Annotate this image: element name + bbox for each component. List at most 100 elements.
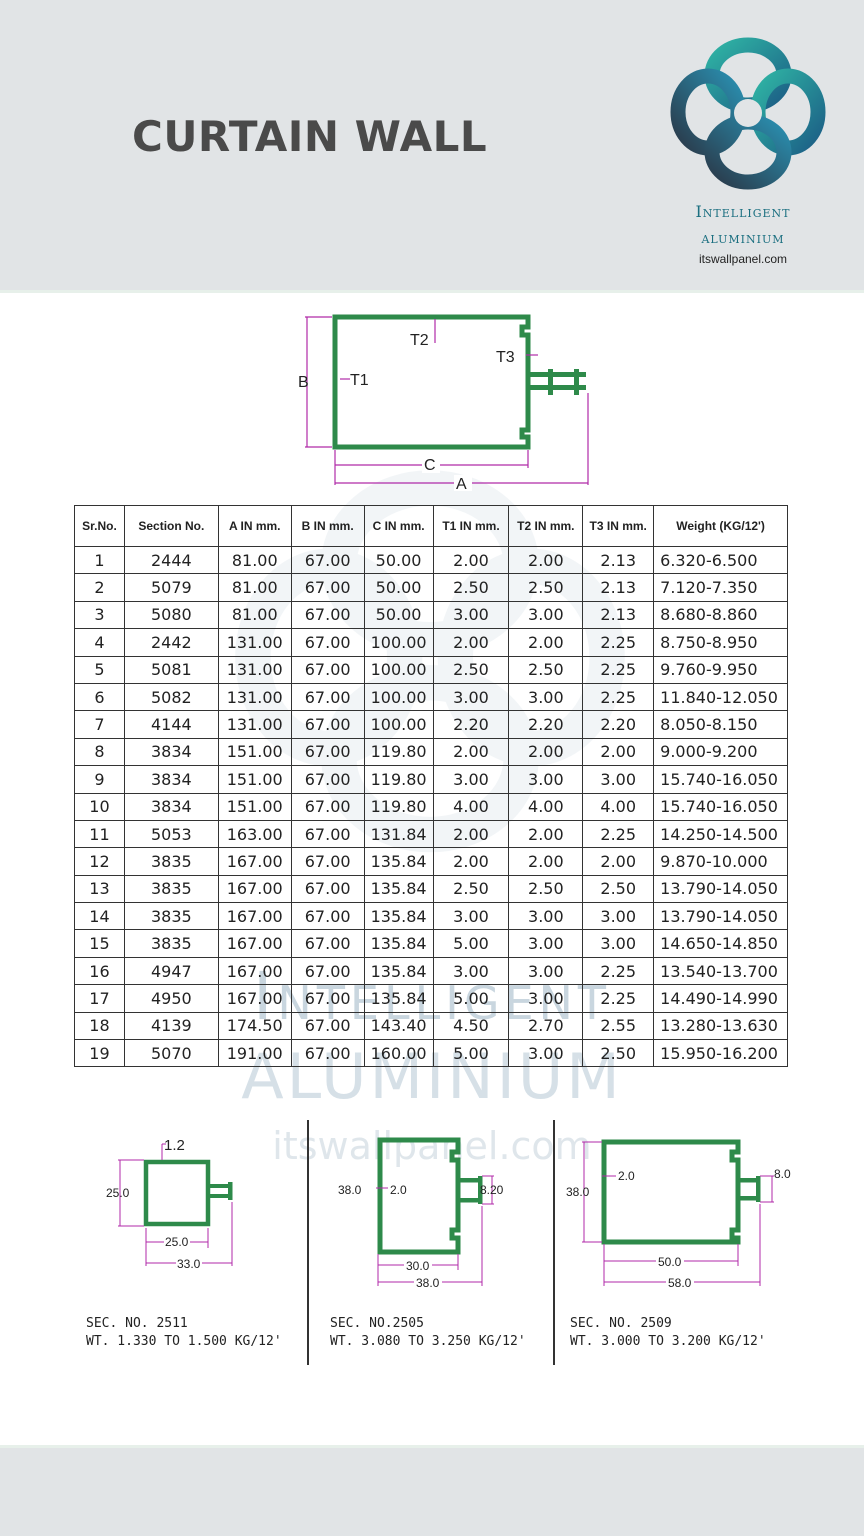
table-cell: 3.00: [508, 902, 584, 931]
table-cell: 11.840-12.050: [653, 682, 788, 712]
table-cell: 2.50: [582, 1039, 655, 1068]
table-cell: 4950: [123, 984, 219, 1013]
table-cell: 167.00: [217, 847, 292, 876]
table-cell: 2.50: [508, 655, 584, 684]
dim-overall-width: 58.0: [668, 1276, 692, 1290]
table-cell: 13.790-14.050: [653, 874, 788, 904]
table-cell: 2.13: [582, 600, 655, 630]
table-cell: 131.00: [217, 628, 292, 657]
table-cell: 67.00: [290, 984, 365, 1013]
table-cell: 67.00: [290, 682, 365, 712]
table-cell: 135.84: [363, 984, 434, 1013]
table-cell: 2444: [123, 545, 219, 575]
table-cell: 67.00: [290, 929, 365, 958]
column-header: A IN mm.: [217, 505, 292, 547]
section-diagram-2505: 38.0 2.0 8.20 30.0 38.0: [338, 1137, 504, 1290]
table-cell: 67.00: [290, 819, 365, 849]
table-cell: 3.00: [508, 682, 584, 712]
section-weight: WT. 1.330 TO 1.500 KG/12': [86, 1334, 282, 1349]
table-cell: 3.00: [508, 929, 584, 958]
column-header: T1 IN mm.: [432, 505, 510, 547]
table-cell: 14.250-14.500: [653, 819, 788, 849]
table-cell: 119.80: [363, 765, 434, 794]
table-cell: 3835: [123, 902, 219, 931]
table-cell: 3.00: [508, 984, 584, 1013]
table-cell: 5053: [123, 819, 219, 849]
table-cell: 14.650-14.850: [653, 929, 788, 958]
table-cell: 3834: [123, 737, 219, 767]
table-cell: 3835: [123, 847, 219, 876]
table-cell: 5081: [123, 655, 219, 684]
dim-overall-width: 38.0: [416, 1276, 440, 1290]
table-cell: 13.540-13.700: [653, 956, 788, 986]
table-cell: 9.870-10.000: [653, 847, 788, 876]
table-cell: 131.00: [217, 655, 292, 684]
table-header-row: Sr.No. Section No. A IN mm. B IN mm. C I…: [74, 505, 788, 547]
table-cell: 2.25: [582, 819, 655, 849]
dim-thickness: 2.0: [390, 1183, 407, 1197]
table-cell: 2.55: [582, 1011, 655, 1041]
table-cell: 2.25: [582, 956, 655, 986]
dim-lip: 8.20: [480, 1183, 504, 1197]
table-cell: 2.00: [508, 847, 584, 876]
table-cell: 67.00: [290, 847, 365, 876]
section-number: SEC. NO. 2509: [570, 1316, 672, 1331]
column-header: Sr.No.: [74, 505, 125, 547]
table-cell: 67.00: [290, 1011, 365, 1041]
table-cell: 2.25: [582, 984, 655, 1013]
column-header: B IN mm.: [290, 505, 365, 547]
table-cell: 2.00: [508, 819, 584, 849]
label-t1: T1: [350, 372, 369, 389]
table-cell: 191.00: [217, 1039, 292, 1068]
table-cell: 8.750-8.950: [653, 628, 788, 657]
table-cell: 67.00: [290, 573, 365, 602]
table-cell: 135.84: [363, 874, 434, 904]
table-cell: 3.00: [432, 765, 510, 794]
table-cell: 8: [74, 737, 125, 767]
table-cell: 67.00: [290, 655, 365, 684]
table-cell: 167.00: [217, 902, 292, 931]
table-cell: 100.00: [363, 710, 434, 739]
table-cell: 4.00: [432, 792, 510, 821]
table-cell: 4: [74, 628, 125, 657]
table-cell: 6: [74, 682, 125, 712]
table-cell: 151.00: [217, 737, 292, 767]
table-cell: 13: [74, 874, 125, 904]
table-cell: 2.70: [508, 1011, 584, 1041]
brand-name-line1: Intelligent: [695, 202, 791, 221]
table-cell: 10: [74, 792, 125, 821]
table-cell: 81.00: [217, 545, 292, 575]
website-label: itswallpanel.com: [698, 252, 788, 266]
table-cell: 67.00: [290, 545, 365, 575]
section-weight: WT. 3.000 TO 3.200 KG/12': [570, 1334, 766, 1349]
table-cell: 2.00: [432, 628, 510, 657]
table-cell: 2.20: [582, 710, 655, 739]
table-cell: 2.20: [432, 710, 510, 739]
profile-outline: [143, 1159, 233, 1227]
column-header: Section No.: [123, 505, 219, 547]
table-cell: 50.00: [363, 545, 434, 575]
table-cell: 67.00: [290, 956, 365, 986]
table-cell: 3835: [123, 874, 219, 904]
table-cell: 50.00: [363, 600, 434, 630]
dim-overall-width: 33.0: [177, 1257, 201, 1271]
table-cell: 2.00: [432, 737, 510, 767]
table-cell: 2.00: [432, 819, 510, 849]
label-b: B: [298, 374, 309, 391]
table-cell: 143.40: [363, 1011, 434, 1041]
table-cell: 160.00: [363, 1039, 434, 1068]
table-cell: 5: [74, 655, 125, 684]
section-divider: [553, 1120, 555, 1365]
table-cell: 13.280-13.630: [653, 1011, 788, 1041]
table-cell: 4.00: [582, 792, 655, 821]
